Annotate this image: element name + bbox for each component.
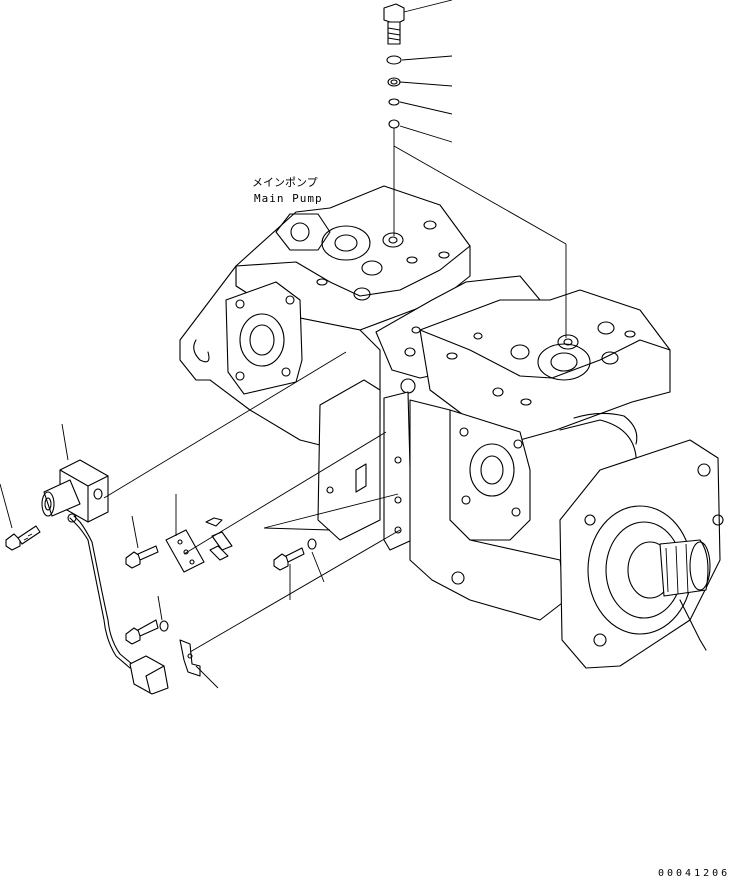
- bolt-center: [273, 538, 325, 600]
- bolt-lower-left: [125, 595, 169, 645]
- bracket-plate: [165, 494, 233, 573]
- document-number: 00041206: [658, 868, 730, 879]
- bolt-mid-left: [125, 515, 159, 569]
- stack-leader-lines: [393, 0, 567, 338]
- assembly-leader-lines: [61, 351, 401, 653]
- sensor-bolt: [0, 483, 41, 551]
- main-pump-assembly: [179, 185, 724, 669]
- sensor-assembly: [41, 459, 169, 695]
- plug-and-orings-stack: [383, 3, 405, 129]
- cable-clamp: [179, 639, 219, 689]
- pump-label-en: Main Pump: [254, 192, 323, 205]
- pump-label-jp: メインポンプ: [252, 176, 318, 189]
